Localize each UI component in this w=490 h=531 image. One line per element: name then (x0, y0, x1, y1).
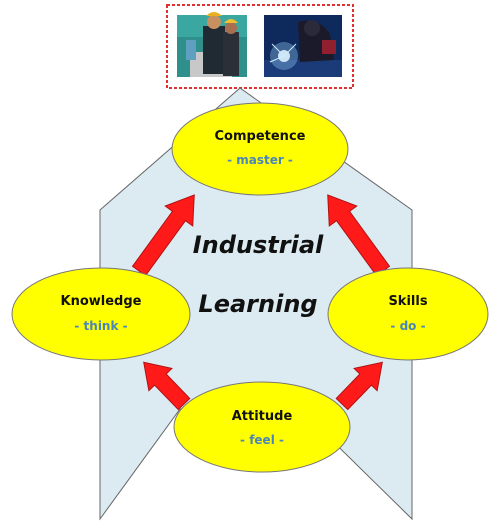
node-attitude: Attitude - feel - (173, 381, 351, 473)
node-competence-subtitle: - master - (227, 153, 293, 167)
node-attitude-subtitle: - feel - (240, 433, 284, 447)
node-attitude-title: Attitude (232, 409, 293, 424)
node-knowledge-ellipse (11, 267, 191, 361)
node-skills: Skills - do - (327, 267, 489, 361)
node-knowledge-subtitle: - think - (74, 319, 127, 333)
node-competence-title: Competence (215, 129, 306, 144)
diagram-title-line1: Industrial (193, 231, 324, 259)
diagram-title-line2: Learning (198, 290, 317, 318)
engineers-photo (177, 12, 247, 77)
node-knowledge: Knowledge - think - (11, 267, 191, 361)
node-skills-title: Skills (388, 294, 427, 309)
welder-photo (264, 15, 342, 77)
node-competence-ellipse (171, 102, 349, 196)
node-skills-subtitle: - do - (390, 319, 425, 333)
arrows (131, 194, 391, 411)
node-competence: Competence - master - (171, 102, 349, 196)
arrow-knowledge-to-competence (131, 194, 195, 277)
arrow-attitude-to-knowledge (143, 361, 191, 411)
arrow-attitude-to-skills (335, 361, 383, 411)
node-attitude-ellipse (173, 381, 351, 473)
node-knowledge-title: Knowledge (61, 294, 142, 309)
arrow-skills-to-competence (327, 194, 391, 277)
node-skills-ellipse (327, 267, 489, 361)
